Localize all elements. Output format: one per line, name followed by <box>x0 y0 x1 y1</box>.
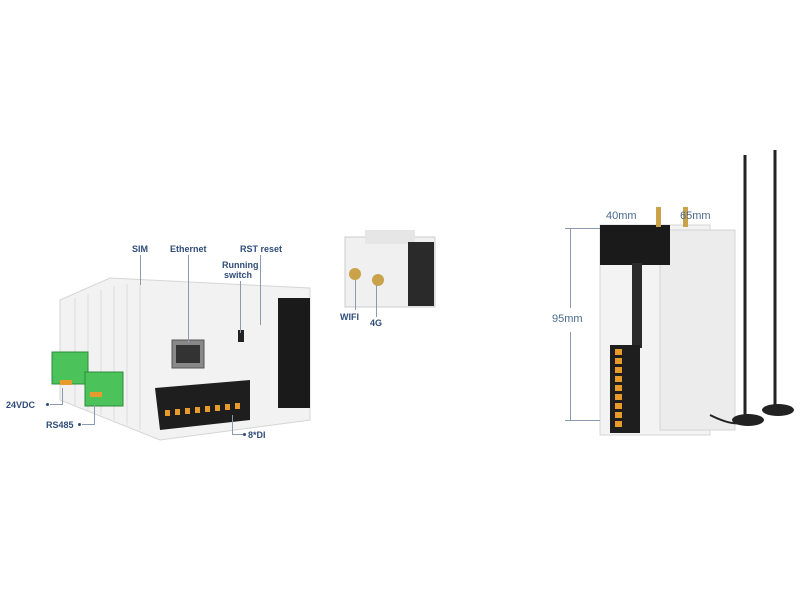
wifi-label: WIFI <box>340 312 359 322</box>
24vdc-label: 24VDC <box>6 400 36 410</box>
ethernet-label: Ethernet <box>170 244 207 254</box>
width-dimension: 40mm <box>606 210 637 222</box>
switch-label: switch <box>224 270 253 280</box>
middle-device-image <box>344 230 436 308</box>
rst-reset-label: RST reset <box>240 244 283 254</box>
4g-label: 4G <box>370 318 383 328</box>
left-device-image <box>51 277 311 441</box>
running-label: Running <box>222 260 259 270</box>
right-device-image <box>599 150 794 436</box>
8di-label: 8*DI <box>248 430 266 440</box>
rs485-label: RS485 <box>46 420 74 430</box>
depth-dimension: 65mm <box>680 210 711 222</box>
height-dimension: 95mm <box>552 313 583 325</box>
sim-label: SIM <box>132 244 149 254</box>
